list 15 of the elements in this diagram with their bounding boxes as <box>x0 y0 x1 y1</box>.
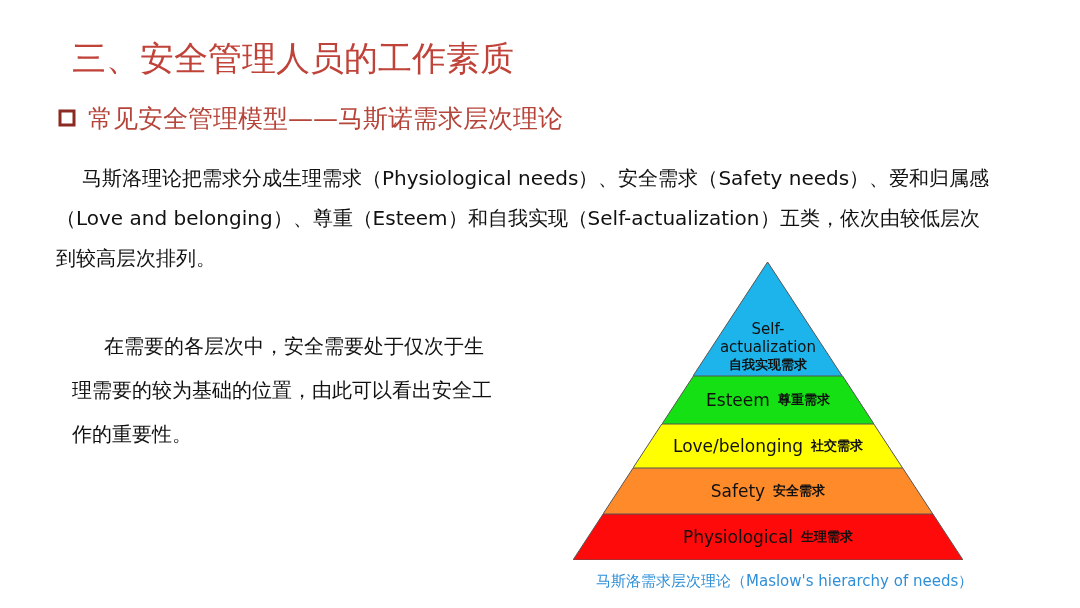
tier-label: Esteem <box>706 390 770 410</box>
section-heading: 常见安全管理模型——马斯诺需求层次理论 <box>88 103 563 135</box>
slide-title: 三、安全管理人员的工作素质 <box>72 37 514 80</box>
tier-label: Love/belonging <box>672 436 803 456</box>
tier-label: 社交需求 <box>811 437 863 455</box>
tier-label: 尊重需求 <box>777 391 830 409</box>
tier-label: 生理需求 <box>801 528 854 546</box>
figure-caption: 马斯洛需求层次理论（Maslow's hierarchy of needs） <box>596 572 974 591</box>
body-paragraph: 马斯洛理论把需求分成生理需求（Physiological needs）、安全需求（Safety needs）、爱和归属感（Love and belonging）、尊重（Esteem）和自我实现（Self-actualization）五类，依次由较低层次到较高层次排列。 <box>56 165 991 272</box>
body-paragraph: 在需要的各层次中，安全需要处于仅次于生理需要的较为基础的位置，由此可以看出安全工作的重要性。 <box>72 333 492 448</box>
tier-label: 安全需求 <box>773 482 826 500</box>
tier-label: Physiological <box>682 527 794 547</box>
tier-label: Self-actualization <box>718 320 818 356</box>
tier-label: 自我实现需求 <box>729 356 807 374</box>
tier-label: Safety <box>710 481 766 501</box>
